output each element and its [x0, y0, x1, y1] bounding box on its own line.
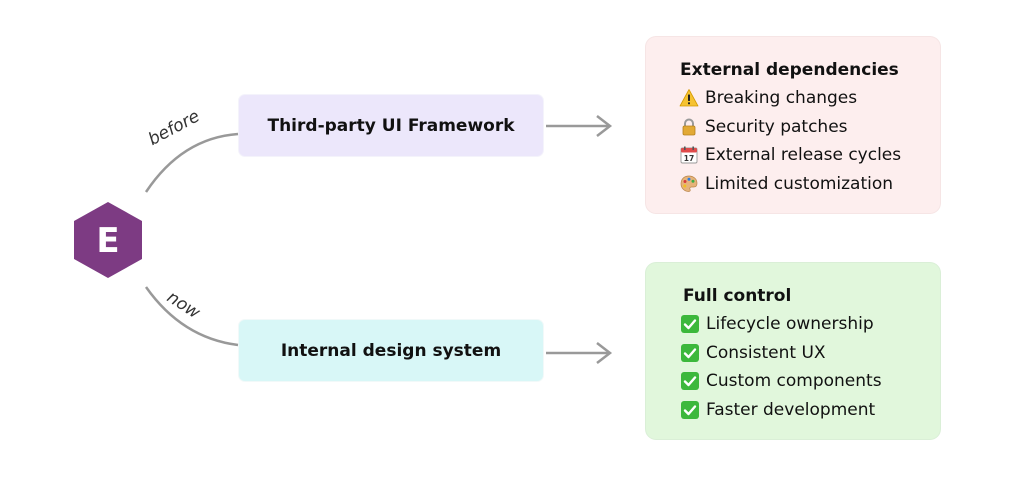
external-dependencies-panel: External dependencies Breaking changes S… — [646, 37, 940, 213]
lock-icon — [679, 117, 699, 137]
list-item: Breaking changes — [679, 84, 940, 113]
list-item: Security patches — [679, 113, 940, 142]
external-dependencies-list: Breaking changes Security patches 17 — [679, 84, 940, 199]
full-item-label: Lifecycle ownership — [706, 314, 874, 335]
before-connector — [144, 132, 239, 193]
list-item: Custom components — [680, 367, 940, 396]
calendar-icon: 17 — [679, 145, 699, 165]
top-arrow — [546, 115, 613, 137]
bottom-arrow — [546, 342, 613, 364]
check-icon — [680, 314, 700, 334]
list-item: Consistent UX — [680, 339, 940, 368]
list-item: 17 External release cycles — [679, 141, 940, 170]
full-control-list: Lifecycle ownership Consistent UX Custom… — [680, 310, 940, 424]
third-party-framework-node: Third-party UI Framework — [239, 95, 543, 156]
internal-design-system-label: Internal design system — [280, 340, 502, 361]
svg-text:17: 17 — [684, 154, 694, 163]
logo-letter: E — [96, 221, 119, 261]
warning-icon — [679, 88, 699, 108]
full-item-label: Faster development — [706, 399, 876, 420]
logo-hexagon-icon: E — [74, 202, 142, 278]
external-dependencies-title: External dependencies — [680, 60, 899, 80]
external-item-label: Breaking changes — [705, 88, 858, 109]
now-connector — [144, 286, 239, 347]
list-item: Limited customization — [679, 170, 940, 199]
internal-design-system-node: Internal design system — [239, 320, 543, 381]
full-item-label: Custom components — [706, 371, 882, 392]
check-icon — [680, 400, 700, 420]
list-item: Faster development — [680, 396, 940, 425]
full-item-label: Consistent UX — [706, 342, 826, 363]
full-control-title: Full control — [683, 286, 792, 306]
check-icon — [680, 343, 700, 363]
palette-icon — [679, 174, 699, 194]
external-item-label: External release cycles — [705, 145, 902, 166]
list-item: Lifecycle ownership — [680, 310, 940, 339]
external-item-label: Limited customization — [705, 173, 894, 194]
check-icon — [680, 371, 700, 391]
third-party-framework-label: Third-party UI Framework — [267, 115, 515, 136]
external-item-label: Security patches — [705, 116, 848, 137]
full-control-panel: Full control Lifecycle ownership Consist… — [646, 263, 940, 439]
